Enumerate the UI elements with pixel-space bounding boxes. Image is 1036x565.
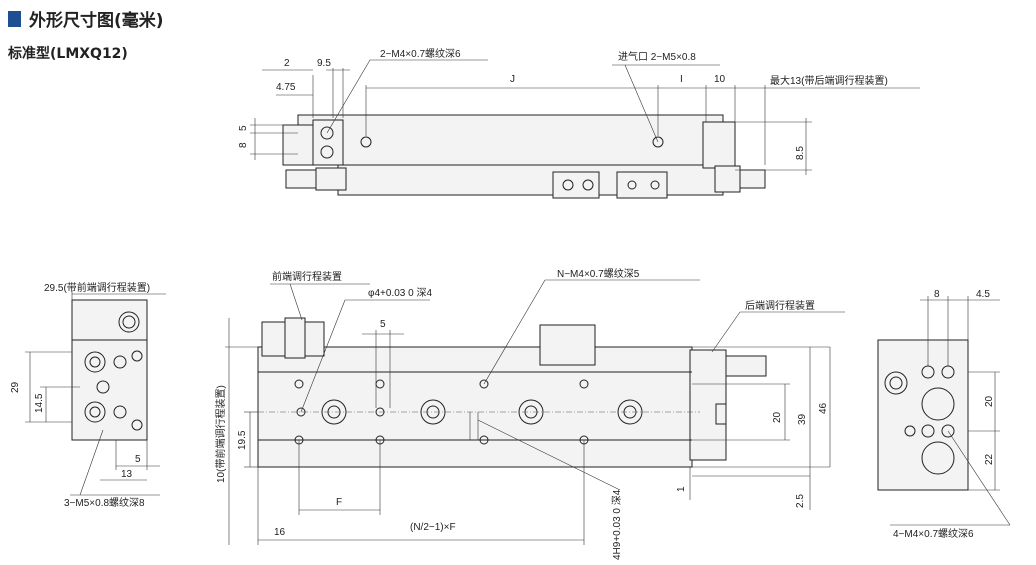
top-sensor-hole-3 (627, 180, 637, 190)
top-dim-j: J (510, 74, 515, 85)
header-marker (8, 10, 21, 27)
front-dim-20: 20 (772, 411, 783, 423)
front-dim-2-5: 2.5 (795, 494, 806, 508)
front-callout-n-holes: N−M4×0.7螺纹深5 (557, 267, 640, 280)
top-callout-max: 最大13(带后端调行程装置) (770, 74, 888, 87)
left-hole-2 (113, 405, 127, 419)
right-bore-2 (921, 441, 955, 475)
top-dim-10: 10 (714, 74, 726, 85)
left-port-1 (84, 351, 106, 373)
top-sensor-hole-1 (562, 179, 574, 191)
front-dim-5: 5 (380, 319, 386, 330)
right-bolt-outer (884, 371, 908, 395)
front-dim-slot: 4H9+0.03 0 深4 (611, 489, 623, 560)
right-view: 8 4.5 20 22 4−M4×0.7螺纹深6 (877, 289, 1011, 540)
right-hole-3 (921, 424, 935, 438)
left-callout-top: 29.5(带前端调行程装置) (44, 281, 150, 294)
left-bolt-outer (118, 311, 140, 333)
front-dim-10-side: 10(带前端调行程装置) (214, 385, 227, 483)
top-dim-8: 8 (238, 142, 249, 148)
front-dim-16: 16 (274, 527, 286, 538)
top-sensor-1 (552, 171, 600, 199)
right-bolt-inner (889, 376, 903, 390)
left-dim-29: 29 (10, 381, 21, 393)
left-lower-body (71, 339, 148, 441)
front-dim-f: F (336, 497, 342, 508)
left-view: 29.5(带前端调行程装置) 29 14.5 5 13 3−M5×0.8螺纹深8 (10, 281, 166, 509)
right-callout: 4−M4×0.7螺纹深6 (893, 527, 974, 540)
top-hole-1 (320, 126, 334, 140)
front-callout-pin: φ4+0.03 0 深4 (368, 287, 432, 299)
right-body (877, 339, 969, 491)
front-dim-39: 39 (797, 413, 808, 425)
section-header: 外形尺寸图(毫米) (8, 6, 164, 31)
top-dim-5: 5 (238, 125, 249, 131)
top-inlet-hole (652, 136, 664, 148)
top-dim-2: 2 (284, 58, 290, 69)
right-dim-20: 20 (984, 395, 995, 407)
model-label: 标准型(LMXQ12) (8, 46, 128, 62)
left-port-3 (96, 380, 110, 394)
top-dim-4-75: 4.75 (276, 82, 296, 93)
left-callout-bottom: 3−M5×0.8螺纹深8 (64, 496, 145, 509)
front-adj-nut (284, 317, 306, 359)
top-sensor-hole-2 (582, 179, 594, 191)
left-port-2 (84, 401, 106, 423)
left-hole-3 (131, 350, 143, 362)
top-front-bolt (285, 169, 317, 189)
right-hole-5 (904, 425, 916, 437)
front-dim-1: 1 (676, 486, 687, 492)
top-dim-8-5: 8.5 (795, 146, 806, 160)
right-dim-22: 22 (984, 453, 995, 465)
page-title: 外形尺寸图(毫米) (29, 11, 164, 31)
left-hole-1 (113, 355, 127, 369)
left-hole-4 (131, 419, 143, 431)
top-view: 2 9.5 4.75 5 8 J I 10 8.5 2−M4×0.7螺纹深6 进… (238, 47, 920, 199)
right-dim-8: 8 (934, 289, 940, 300)
top-callout-inlet: 进气口 2−M5×0.8 (618, 50, 696, 63)
top-dim-9-5: 9.5 (317, 58, 331, 69)
left-port-2-inner (89, 406, 101, 418)
left-port-1-inner (89, 356, 101, 368)
right-bore-1 (921, 387, 955, 421)
front-top-block (539, 324, 596, 366)
front-view: 前端调行程装置 φ4+0.03 0 深4 N−M4×0.7螺纹深5 后端调行程装… (214, 267, 845, 560)
left-dim-14-5: 14.5 (34, 393, 45, 413)
left-bolt-inner (122, 315, 136, 329)
top-rear-nut (714, 165, 741, 193)
top-dim-i: I (680, 74, 683, 85)
left-dim-5: 5 (135, 454, 141, 465)
top-hole-2 (320, 145, 334, 159)
front-rear-bolt (725, 355, 767, 377)
front-dim-nf: (N/2−1)×F (410, 522, 456, 533)
top-callout-tapped: 2−M4×0.7螺纹深6 (380, 47, 461, 60)
top-rear-block (702, 121, 736, 169)
top-front-nut (315, 167, 347, 191)
top-front-block (282, 124, 319, 166)
top-hole-3 (360, 136, 372, 148)
front-callout-adj: 前端调行程装置 (272, 270, 342, 283)
left-dim-13: 13 (121, 469, 133, 480)
front-callout-rear-adj: 后端调行程装置 (745, 299, 815, 312)
top-body (297, 114, 724, 166)
right-hole-4 (941, 424, 955, 438)
front-dim-46: 46 (818, 402, 829, 414)
top-sensor-hole-4 (650, 180, 660, 190)
front-rear-stop (715, 403, 727, 425)
right-dim-4-5: 4.5 (976, 289, 990, 300)
front-dim-19-5: 19.5 (237, 430, 248, 450)
